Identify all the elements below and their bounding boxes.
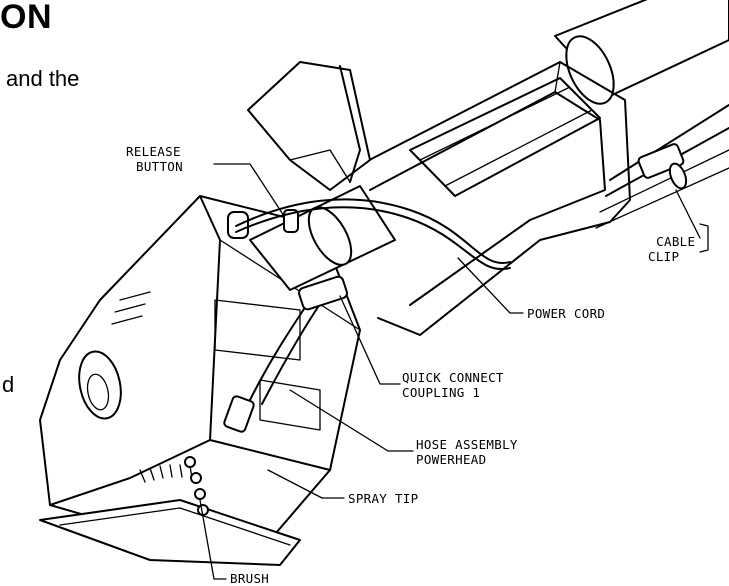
hose-assembly (249, 299, 311, 401)
section-heading-fragment: ON (0, 0, 52, 36)
quick-connect-coupling (298, 275, 348, 311)
callout-quick-connect: QUICK CONNECT COUPLING 1 (402, 370, 504, 400)
body-text-fragment-1: and the (6, 66, 80, 91)
brush-assembly (39, 456, 301, 566)
callout-cable-clip: CABLE CLIP (648, 234, 696, 264)
power-cord (235, 198, 511, 265)
callout-brush: BRUSH (230, 571, 270, 586)
powerhead-housing (39, 195, 361, 561)
yoke-frame (349, 61, 631, 336)
side-rails (595, 104, 729, 229)
body-text-fragment-2: d (2, 372, 15, 397)
leader-lines (199, 163, 709, 580)
callout-release-button: RELEASE BUTTON (126, 144, 183, 174)
pedal-block (247, 61, 371, 191)
callout-spray-tip: SPRAY TIP (348, 491, 419, 506)
callout-power-cord: POWER CORD (527, 306, 606, 321)
callout-hose-assembly: HOSE ASSEMBLY POWERHEAD (416, 437, 518, 467)
connector-tube (227, 185, 396, 291)
